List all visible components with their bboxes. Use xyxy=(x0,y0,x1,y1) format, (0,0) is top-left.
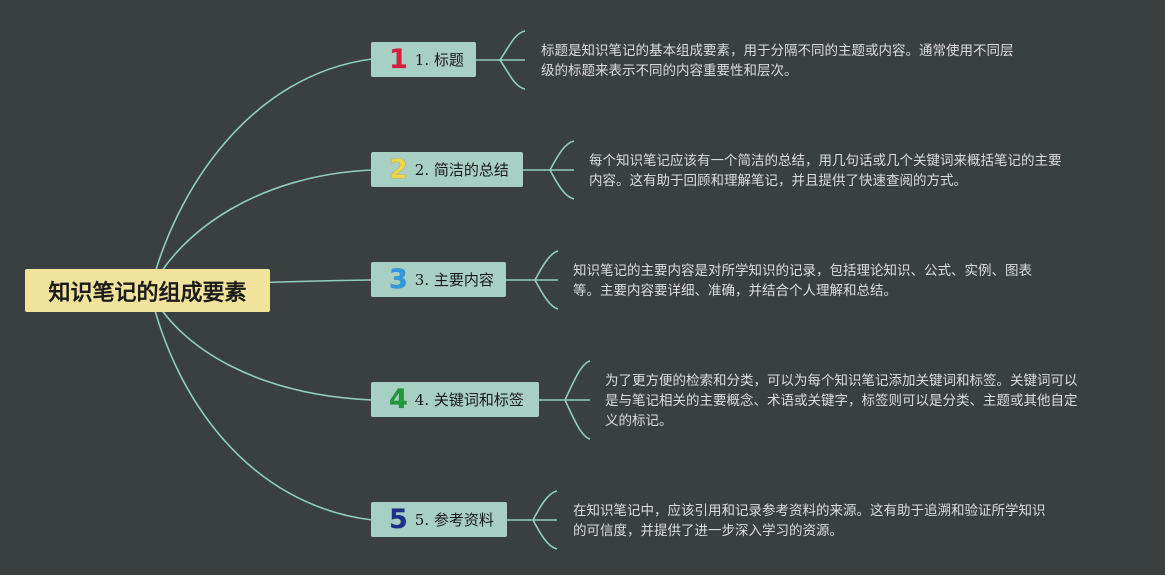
root-title: 知识笔记的组成要素 xyxy=(48,280,247,306)
topic-label: 2. 简洁的总结 xyxy=(414,161,509,179)
root-to-topic-5 xyxy=(149,290,373,521)
description-line: 标题是知识笔记的基本组成要素，用于分隔不同的主题或内容。通常使用不同层 xyxy=(541,43,1014,59)
root-to-topic-4 xyxy=(149,290,373,401)
topic-keywords-tags[interactable]: 4 4. 关键词和标签 xyxy=(371,382,539,417)
description-line: 为了更方便的检索和分类，可以为每个知识笔记添加关键词和标签。关键词可以 xyxy=(605,373,1078,389)
topic-label: 3. 主要内容 xyxy=(414,271,494,289)
description-line: 每个知识笔记应该有一个简洁的总结，用几句话或几个关键词来概括笔记的主要 xyxy=(589,153,1062,169)
number-1-badge-icon: 1 xyxy=(389,44,408,75)
root-topic[interactable]: 知识笔记的组成要素 xyxy=(25,269,270,312)
number-2-badge-icon: 2 xyxy=(389,154,408,185)
number-4-badge-icon: 4 xyxy=(389,384,408,415)
description-line: 是与笔记相关的主要概念、术语或关键字，标签则可以是分类、主题或其他自定 xyxy=(605,393,1078,409)
description-line: 在知识笔记中，应该引用和记录参考资料的来源。这有助于追溯和验证所学知识 xyxy=(573,503,1046,519)
description-line: 义的标记。 xyxy=(605,413,673,429)
topic-keywords-tags-description: 为了更方便的检索和分类，可以为每个知识笔记添加关键词和标签。关键词可以 是与笔记… xyxy=(605,371,1078,431)
description-line: 的可信度，并提供了进一步深入学习的资源。 xyxy=(573,523,843,539)
description-line: 内容。这有助于回顾和理解笔记，并且提供了快速查阅的方式。 xyxy=(589,173,967,189)
root-to-topic-1 xyxy=(149,58,373,292)
topic-summary-description: 每个知识笔记应该有一个简洁的总结，用几句话或几个关键词来概括笔记的主要 内容。这… xyxy=(589,151,1062,191)
topic-summary[interactable]: 2 2. 简洁的总结 xyxy=(371,152,523,187)
topic-title-description: 标题是知识笔记的基本组成要素，用于分隔不同的主题或内容。通常使用不同层 级的标题… xyxy=(541,41,1014,81)
number-5-badge-icon: 5 xyxy=(389,504,408,535)
topic-title[interactable]: 1 1. 标题 xyxy=(371,42,476,77)
root-to-topic-2 xyxy=(149,169,373,292)
topic-references-description: 在知识笔记中，应该引用和记录参考资料的来源。这有助于追溯和验证所学知识 的可信度… xyxy=(573,501,1046,541)
topic-label: 1. 标题 xyxy=(414,51,464,69)
topic-main-content-description: 知识笔记的主要内容是对所学知识的记录，包括理论知识、公式、实例、图表 等。主要内… xyxy=(573,261,1032,301)
topic-label: 4. 关键词和标签 xyxy=(414,391,524,409)
topic-main-content[interactable]: 3 3. 主要内容 xyxy=(371,262,506,297)
topic-references[interactable]: 5 5. 参考资料 xyxy=(371,502,507,537)
number-3-badge-icon: 3 xyxy=(389,264,408,295)
description-line: 知识笔记的主要内容是对所学知识的记录，包括理论知识、公式、实例、图表 xyxy=(573,263,1032,279)
topic-label: 5. 参考资料 xyxy=(414,511,494,529)
description-line: 等。主要内容要详细、准确，并结合个人理解和总结。 xyxy=(573,283,897,299)
description-line: 级的标题来表示不同的内容重要性和层次。 xyxy=(541,63,798,79)
